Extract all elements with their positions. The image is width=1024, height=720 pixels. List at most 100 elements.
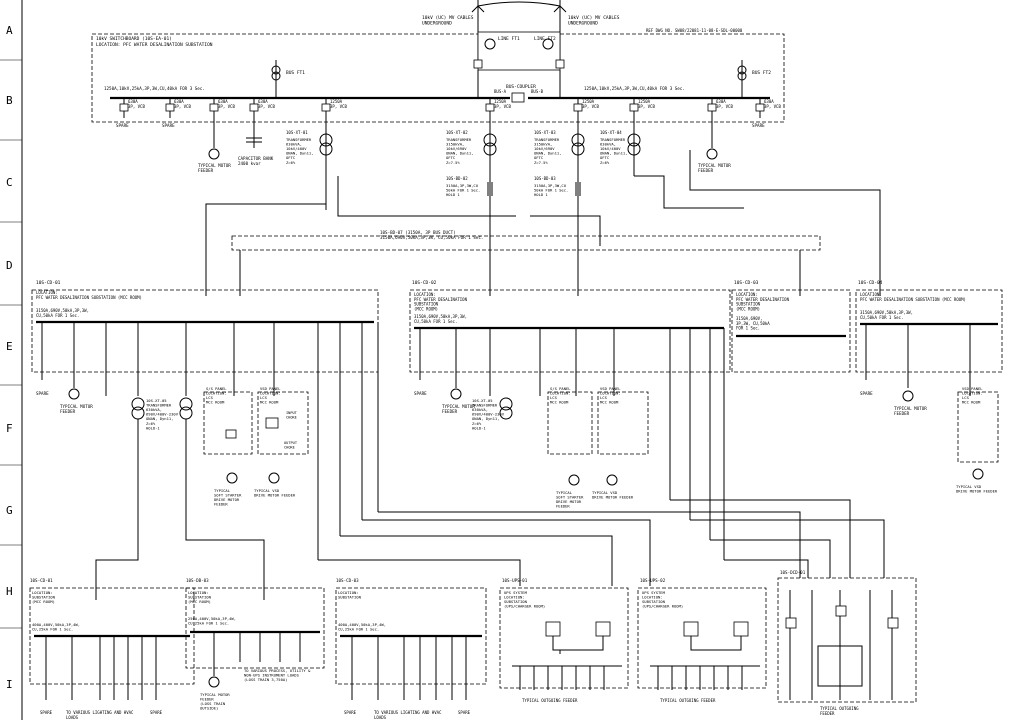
svg-text:LOCATION:PFC WATER DESALINATIO: LOCATION:PFC WATER DESALINATIONSUBSTATIO… xyxy=(736,292,790,311)
svg-text:TO VARIOUS PROCESS, UTILITY &N: TO VARIOUS PROCESS, UTILITY &NON-UPS INS… xyxy=(244,668,311,682)
lv-board-2: 10S-CD-02 LOCATION:PFC WATER DESALINATIO… xyxy=(409,280,731,373)
svg-text:BUS FT1: BUS FT1 xyxy=(286,70,305,76)
sheet-frame: A B C D E F G H I xyxy=(0,0,23,720)
row-label-c: C xyxy=(6,176,13,189)
svg-text:SPARE: SPARE xyxy=(752,123,765,128)
row-label-i: I xyxy=(6,678,13,691)
line-ft1-label: LINE FT1 xyxy=(498,36,520,42)
svg-text:10S-CD-03: 10S-CD-03 xyxy=(734,280,759,286)
row-label-g: G xyxy=(6,504,13,517)
svg-text:10S-XT-01: 10S-XT-01 xyxy=(286,130,308,135)
svg-text:10S-UPS-02: 10S-UPS-02 xyxy=(640,578,666,583)
svg-text:SPARE: SPARE xyxy=(150,710,163,715)
svg-text:SPARE: SPARE xyxy=(116,123,129,128)
svg-text:LOCATION:PFC WATER DESALINATIO: LOCATION:PFC WATER DESALINATION SUBSTATI… xyxy=(860,292,966,302)
mv-switchboard: 10kV SWITCHBOARD (10S-EA-01) LOCATION: P… xyxy=(91,0,785,218)
svg-text:400A,400V,50kA,3P,4W,CU,25kA F: 400A,400V,50kA,3P,4W,CU,25kA FOR 1 Sec. xyxy=(32,622,80,632)
svg-text:TYPICAL OUTGOING FEEDER: TYPICAL OUTGOING FEEDER xyxy=(660,698,716,703)
svg-text:SPARE: SPARE xyxy=(162,123,175,128)
bus-b-label: BUS-B xyxy=(531,89,544,94)
svg-text:400A,400V,50kA,3P,4W,CU,25kA F: 400A,400V,50kA,3P,4W,CU,25kA FOR 1 Sec. xyxy=(338,622,386,632)
svg-text:SPARE: SPARE xyxy=(860,391,873,396)
svg-text:10S-DB-03: 10S-DB-03 xyxy=(186,578,209,583)
bus-duct-main-label: 10S-BD-07 (3150A, 3P BUS DUCT)3150A,690V… xyxy=(380,230,483,240)
mv-switchboard-title: 10kV SWITCHBOARD (10S-EA-01) xyxy=(96,36,172,42)
bottom-routing xyxy=(318,499,885,586)
svg-text:3150A,690V,50kA,3P,3W,CU,50kA: 3150A,690V,50kA,3P,3W,CU,50kA FOR 1 Sec. xyxy=(414,314,467,324)
svg-text:SPARE: SPARE xyxy=(36,391,49,396)
mv-rating-right: 1250A,10kV,25kA,3P,3W,CU,40kA FOR 3 Sec. xyxy=(584,86,685,91)
svg-text:250A,400V,50kA,3P,4W,CU,25kA F: 250A,400V,50kA,3P,4W,CU,25kA FOR 1 Sec. xyxy=(188,616,236,626)
lv-board-4: 10S-CD-04 LOCATION:PFC WATER DESALINATIO… xyxy=(855,280,1003,373)
svg-text:10S-CD-01: 10S-CD-01 xyxy=(30,578,53,583)
bottom-board-1: 10S-CD-01 LOCATION:SUBSTATION(MCC ROOM) … xyxy=(29,578,195,720)
bus-coupler-label: BUS-COUPLER xyxy=(506,84,536,90)
svg-text:LOCATION:PFC WATER DESALINATIO: LOCATION:PFC WATER DESALINATION SUBSTATI… xyxy=(36,290,142,300)
mv-rating-left: 1250A,10kV,25kA,3P,3W,CU,40kA FOR 3 Sec. xyxy=(104,86,205,91)
mv-switchboard-location: LOCATION: PFC WATER DESALINATION SUBSTAT… xyxy=(96,42,213,48)
svg-text:TYPICAL OUTGOING FEEDER: TYPICAL OUTGOING FEEDER xyxy=(522,698,578,703)
svg-text:10S-XT-03: 10S-XT-03 xyxy=(534,130,556,135)
svg-text:10S-BD-02: 10S-BD-02 xyxy=(446,176,468,181)
line-ft2-label: LINE FT2 xyxy=(534,36,556,42)
row-label-h: H xyxy=(6,585,13,598)
svg-text:LOCATION:SUBSTATION: LOCATION:SUBSTATION xyxy=(338,590,362,600)
svg-text:SPARE: SPARE xyxy=(40,710,53,715)
svg-text:10S-BD-03: 10S-BD-03 xyxy=(534,176,556,181)
svg-text:10S-XT-02: 10S-XT-02 xyxy=(446,130,468,135)
row-label-a: A xyxy=(6,24,13,37)
svg-text:3150A,690V,50kA,3P,3W,CU,50kA: 3150A,690V,50kA,3P,3W,CU,50kA FOR 1 Sec. xyxy=(860,310,913,320)
interconnect-routing: 10S-BD-07 (3150A, 3P BUS DUCT)3150A,690V… xyxy=(205,150,881,296)
row-label-d: D xyxy=(6,259,13,272)
svg-text:10S-CD-04: 10S-CD-04 xyxy=(858,280,883,286)
svg-text:SPARE: SPARE xyxy=(344,710,357,715)
svg-text:10S-CD-02: 10S-CD-02 xyxy=(412,280,437,286)
mv-switchboard-ref: REF DWG NO. SW08/22081-11-08-E-SDL-00000 xyxy=(646,28,743,33)
bus-pt-ft1: BUS FT1 xyxy=(271,60,305,98)
